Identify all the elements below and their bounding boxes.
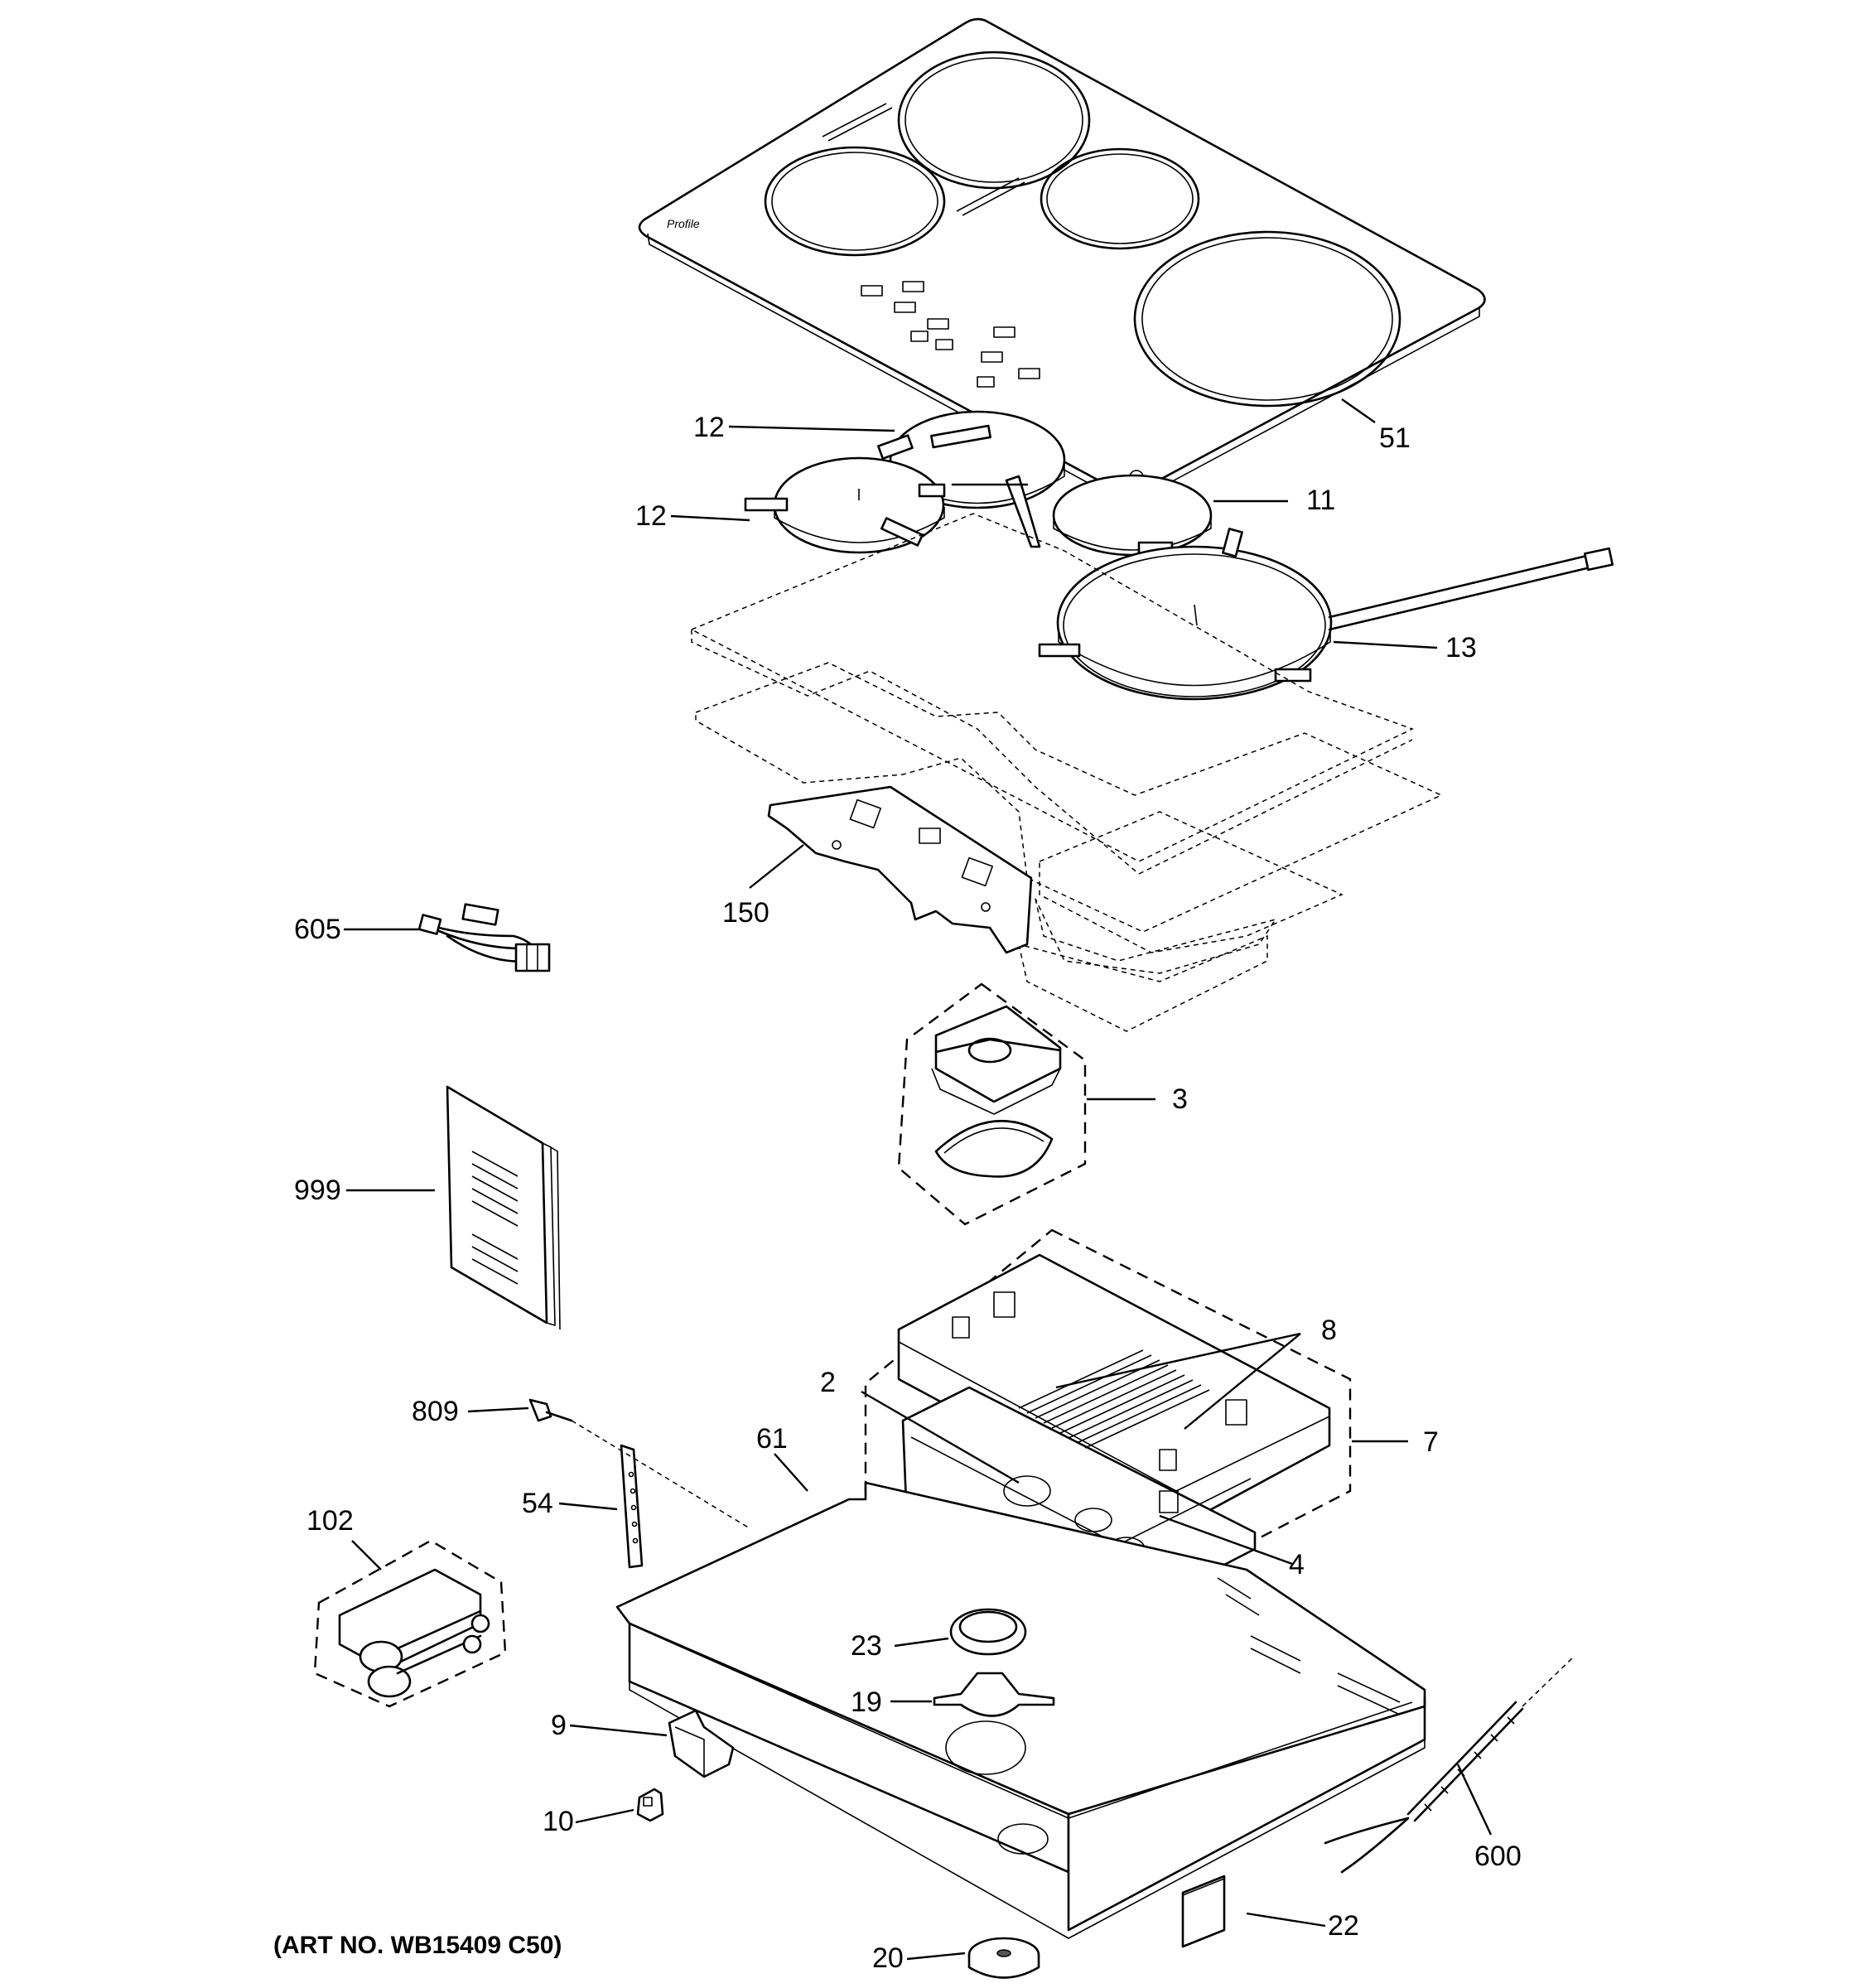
power-cord-600-part[interactable] bbox=[1324, 1656, 1575, 1874]
bottom-chassis-61-part[interactable] bbox=[615, 1481, 1426, 1939]
callout-809: 809 bbox=[412, 1396, 459, 1427]
callout-4: 4 bbox=[1289, 1549, 1305, 1580]
callout-150: 150 bbox=[722, 897, 769, 929]
callout-12-upper: 12 bbox=[693, 412, 725, 443]
callout-51: 51 bbox=[1379, 422, 1411, 454]
ring-23-part[interactable] bbox=[949, 1608, 1027, 1656]
terminal-block-102-part[interactable] bbox=[313, 1539, 507, 1708]
wire-harness-605-part[interactable] bbox=[417, 903, 551, 972]
mount-19-part[interactable] bbox=[933, 1672, 1055, 1717]
callout-7: 7 bbox=[1423, 1426, 1439, 1458]
screw-axis-line bbox=[571, 1420, 750, 1529]
callout-19: 19 bbox=[851, 1686, 882, 1718]
leader-lines bbox=[344, 398, 1493, 1961]
callout-12-lower: 12 bbox=[635, 500, 667, 532]
callout-999: 999 bbox=[294, 1175, 341, 1206]
clip-10-part[interactable] bbox=[636, 1788, 664, 1822]
callout-13: 13 bbox=[1445, 632, 1477, 663]
callout-3: 3 bbox=[1172, 1083, 1188, 1115]
glass-cooktop-part[interactable]: Profile bbox=[638, 17, 1486, 502]
callout-2: 2 bbox=[820, 1367, 836, 1398]
bracket-54-part[interactable] bbox=[620, 1444, 644, 1569]
coil-support-plate-outline bbox=[690, 513, 1443, 1032]
label-22-part[interactable] bbox=[1181, 1875, 1226, 1948]
callout-605: 605 bbox=[294, 914, 341, 945]
callout-10: 10 bbox=[543, 1806, 574, 1837]
callout-61: 61 bbox=[756, 1423, 788, 1455]
induction-coil-front-left-part[interactable] bbox=[744, 456, 946, 554]
svg-text:Profile: Profile bbox=[667, 217, 700, 230]
induction-coil-right-rear-part[interactable] bbox=[951, 474, 1213, 557]
callout-54: 54 bbox=[522, 1488, 553, 1519]
induction-coil-large-part[interactable] bbox=[1038, 528, 1614, 701]
literature-999-part[interactable] bbox=[446, 1085, 561, 1330]
bracket-150-part[interactable] bbox=[767, 785, 1033, 954]
callout-20: 20 bbox=[872, 1942, 904, 1974]
callout-8: 8 bbox=[1321, 1315, 1337, 1346]
callout-600: 600 bbox=[1474, 1841, 1522, 1872]
foot-20-part[interactable] bbox=[967, 1937, 1040, 1979]
callout-22: 22 bbox=[1328, 1910, 1359, 1942]
art-number: (ART NO. WB15409 C50) bbox=[273, 1932, 562, 1959]
callout-102: 102 bbox=[306, 1505, 354, 1537]
bracket-9-part[interactable] bbox=[668, 1709, 735, 1778]
fan-assembly-3-part[interactable] bbox=[897, 982, 1087, 1226]
callout-23: 23 bbox=[851, 1630, 882, 1662]
screw-809-part[interactable] bbox=[528, 1398, 573, 1422]
callout-9: 9 bbox=[551, 1710, 567, 1741]
callout-11: 11 bbox=[1306, 485, 1335, 516]
